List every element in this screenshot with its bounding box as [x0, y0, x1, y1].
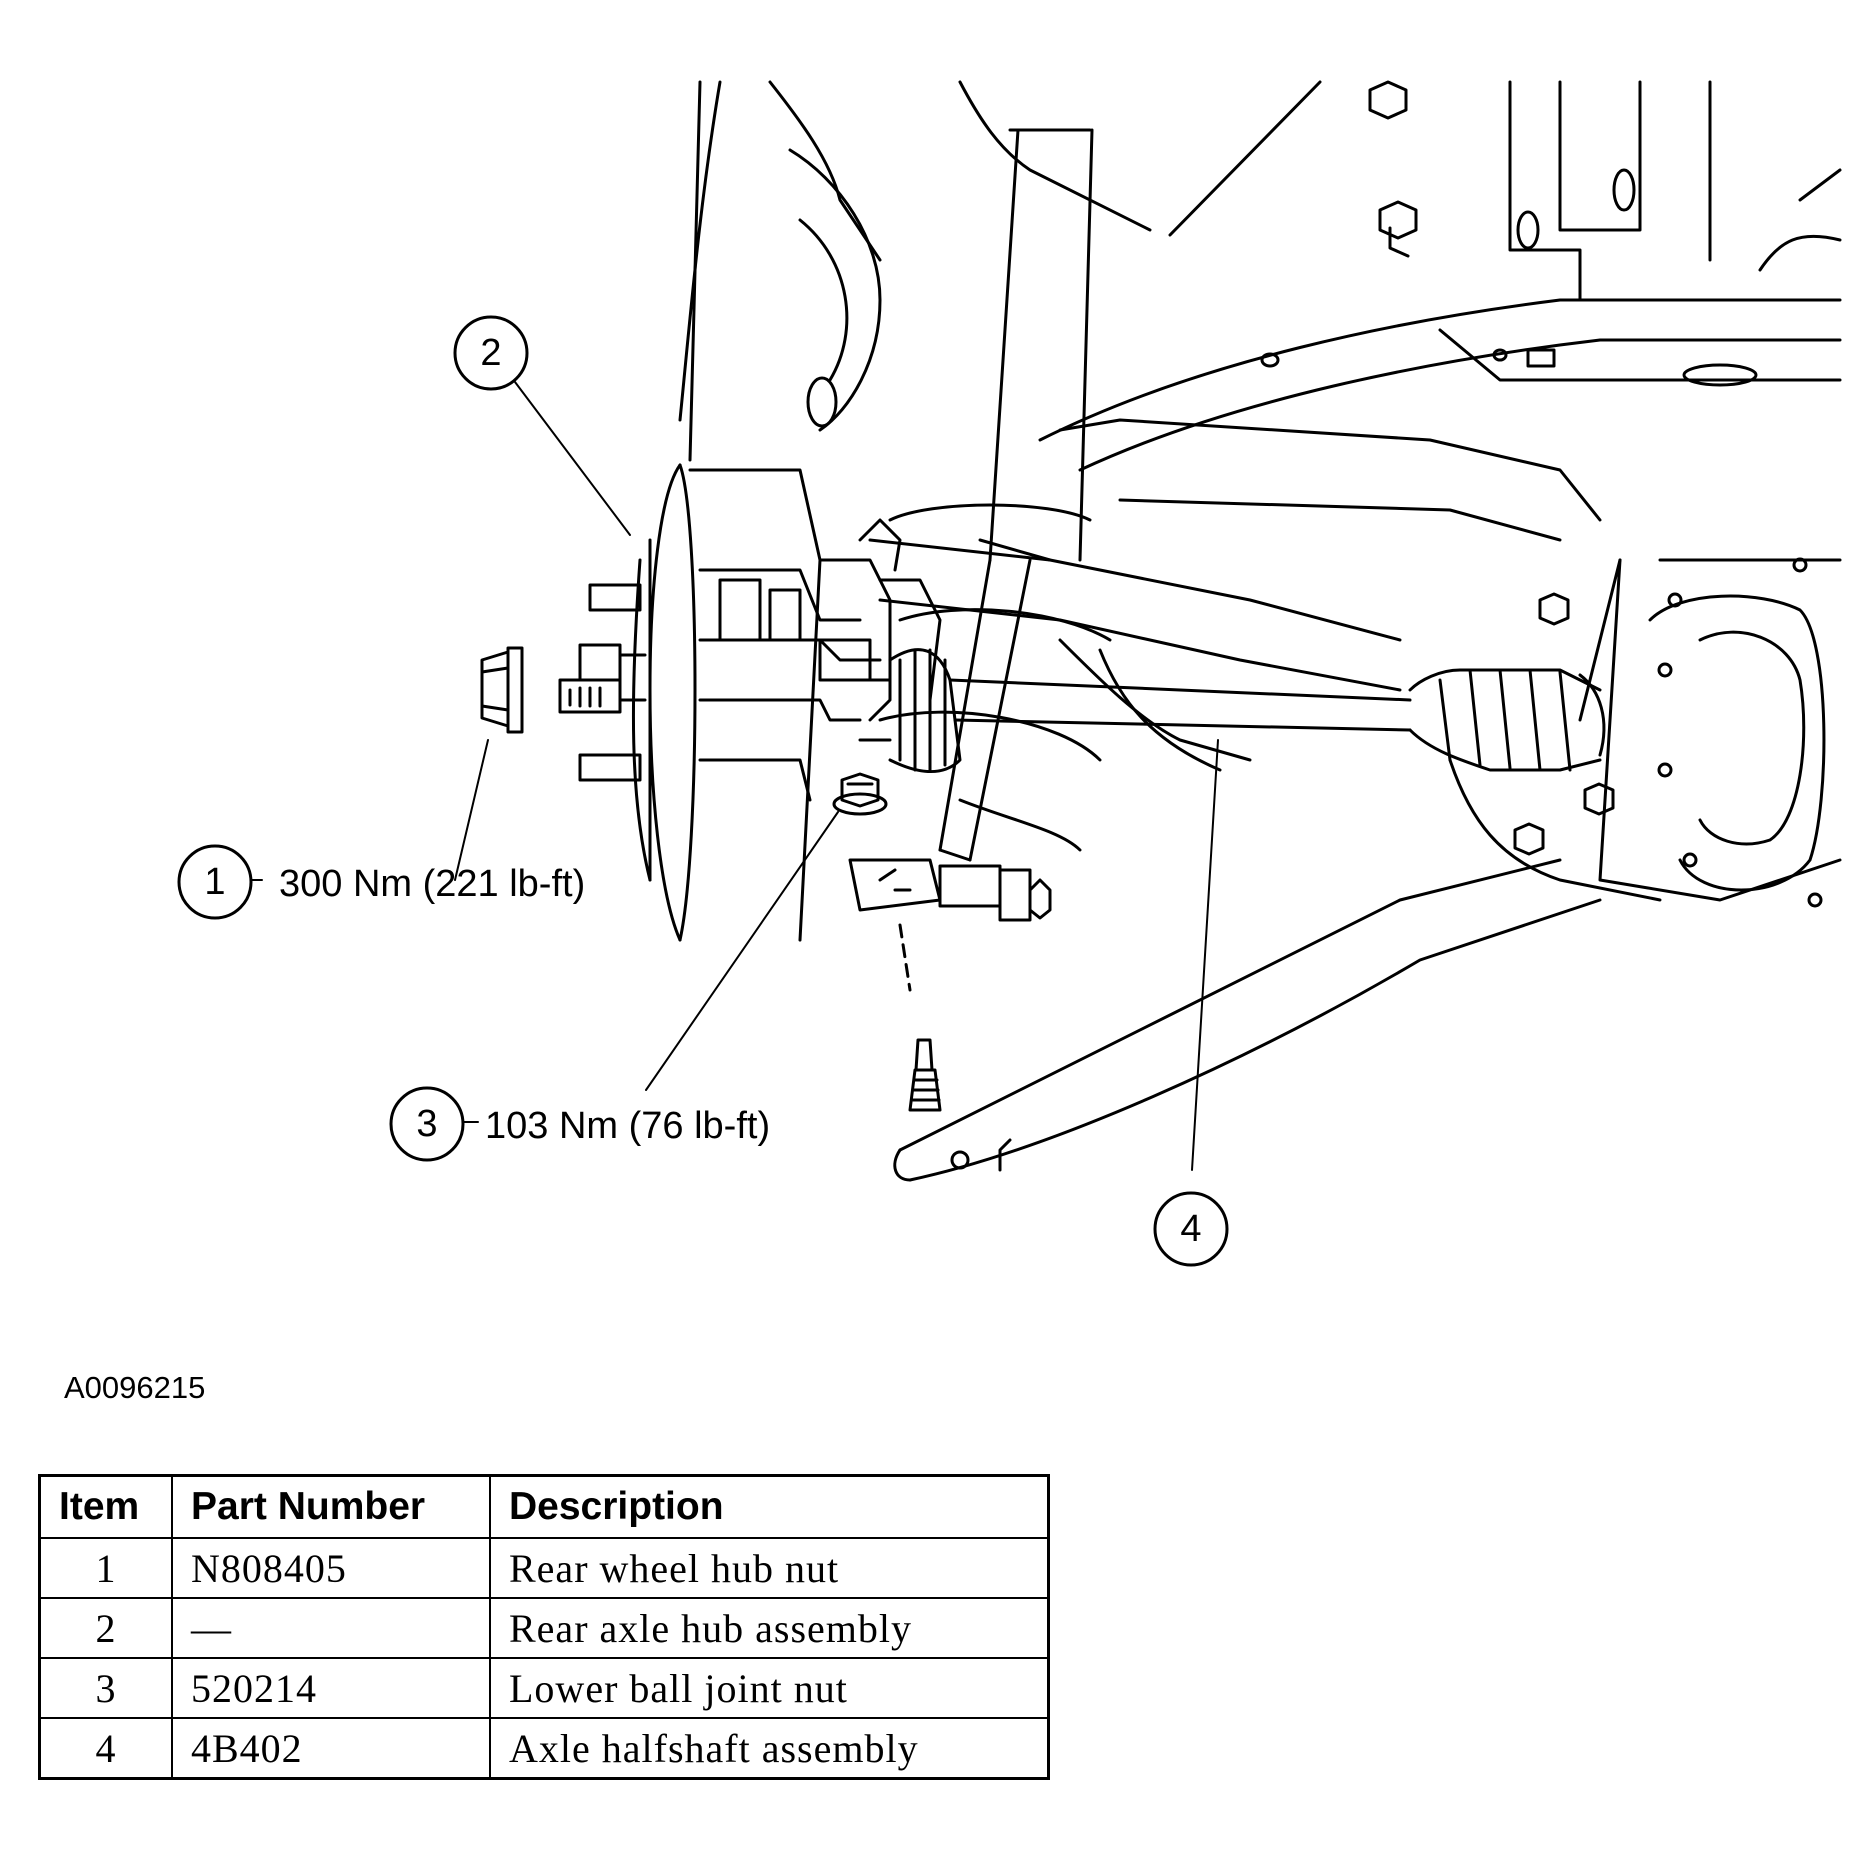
- table-row: 2 — Rear axle hub assembly: [38, 1597, 1050, 1659]
- axle-halfshaft: [858, 648, 1606, 774]
- tie-rod-end: [848, 858, 1052, 922]
- lower-control-arm: [893, 858, 1602, 1182]
- cell-item: 2: [38, 1597, 173, 1659]
- cell-item: 1: [38, 1537, 173, 1599]
- cell-part-number: 4B402: [171, 1717, 491, 1780]
- cell-description: Axle halfshaft assembly: [489, 1717, 1050, 1780]
- callout-3: 3 103 Nm (76 lb-ft): [389, 1086, 770, 1162]
- callout-3-number: 3: [416, 1103, 437, 1145]
- upper-control-arm: [868, 538, 1402, 772]
- header-description: Description: [489, 1474, 1050, 1539]
- callout-1: 1 300 Nm (221 lb-ft): [177, 844, 585, 920]
- cell-part-number: 520214: [171, 1657, 491, 1719]
- parts-table: Item Part Number Description 1 N808405 R…: [38, 1474, 1050, 1780]
- hub-assembly: [558, 463, 942, 942]
- header-item: Item: [38, 1474, 173, 1539]
- cell-description: Rear wheel hub nut: [489, 1537, 1050, 1599]
- callout-4: 4: [1153, 1191, 1229, 1267]
- leader-lines: [247, 381, 1219, 1171]
- cell-item: 4: [38, 1717, 173, 1780]
- differential-housing: [1448, 557, 1842, 908]
- callout-2-number: 2: [480, 332, 501, 374]
- cell-item: 3: [38, 1657, 173, 1719]
- hub-nut: [480, 646, 524, 734]
- spring-coils: [878, 503, 1112, 852]
- callout-1-torque: 300 Nm (221 lb-ft): [279, 863, 585, 905]
- callout-2: 2: [453, 315, 529, 391]
- header-part-number: Part Number: [171, 1474, 491, 1539]
- figure-id: A0096215: [64, 1370, 206, 1405]
- table-row: 1 N808405 Rear wheel hub nut: [38, 1537, 1050, 1599]
- cell-part-number: —: [171, 1597, 491, 1659]
- callout-3-torque: 103 Nm (76 lb-ft): [485, 1105, 770, 1147]
- table-row: 3 520214 Lower ball joint nut: [38, 1657, 1050, 1719]
- suspension-diagram: 1 300 Nm (221 lb-ft) 2 3 103 Nm (76 lb-f…: [177, 80, 1842, 1267]
- ball-joint-stud: [898, 923, 942, 1112]
- ball-joint-nut: [832, 772, 888, 816]
- cell-description: Rear axle hub assembly: [489, 1597, 1050, 1659]
- frame-structure: [678, 80, 1842, 542]
- callout-4-number: 4: [1180, 1208, 1201, 1250]
- cell-description: Lower ball joint nut: [489, 1657, 1050, 1719]
- callout-1-number: 1: [204, 861, 225, 903]
- table-row: 4 4B402 Axle halfshaft assembly: [38, 1717, 1050, 1780]
- shock-absorber: [938, 128, 1094, 862]
- cell-part-number: N808405: [171, 1537, 491, 1599]
- table-header-row: Item Part Number Description: [38, 1474, 1050, 1539]
